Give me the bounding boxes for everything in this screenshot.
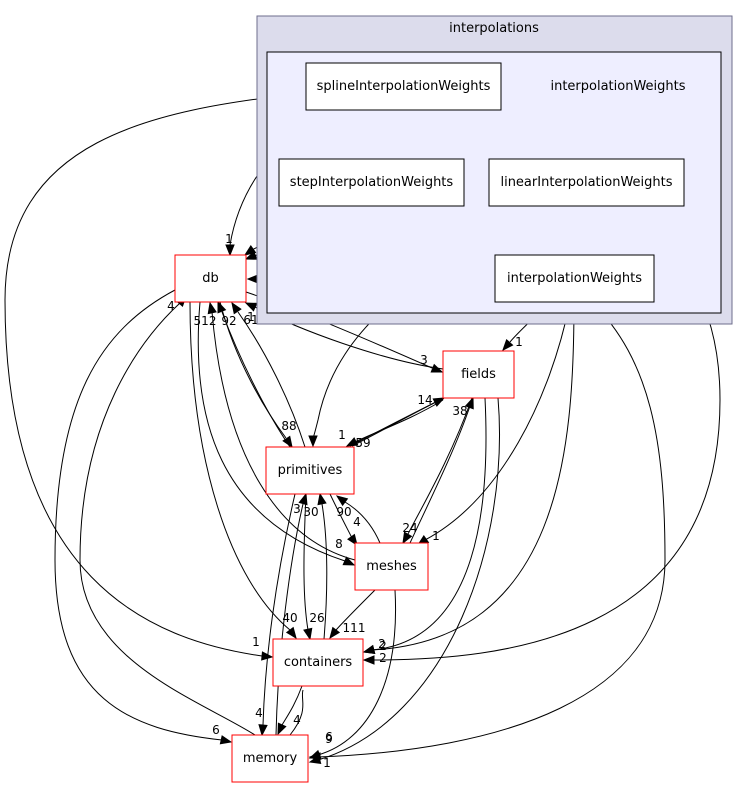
edge-label-fields-meshes: 24 bbox=[402, 521, 417, 535]
edge-primitives-db-b bbox=[231, 301, 306, 448]
edge-meshes-memory bbox=[308, 589, 397, 759]
edge-label-meshes-memory: 6 bbox=[325, 730, 333, 744]
edge-label-meshes-db: 1 bbox=[247, 310, 255, 324]
node-interpolationWeights-label: interpolationWeights bbox=[507, 271, 642, 286]
edge-meshes-containers bbox=[329, 589, 376, 640]
edge-memory-primitives bbox=[275, 492, 308, 736]
node-db-label: db bbox=[202, 271, 219, 286]
edge-label-db-primitives: 88 bbox=[281, 419, 296, 433]
edge-meshes-db bbox=[207, 301, 356, 561]
edge-label-meshes-containers: 111 bbox=[343, 621, 366, 635]
edge-db-meshes bbox=[197, 301, 356, 566]
edge-label-interp-meshes: 1 bbox=[432, 529, 440, 543]
node-meshes[interactable]: meshes bbox=[354, 542, 429, 591]
edge-db-memory bbox=[54, 289, 233, 745]
cluster-interpolationWeights-label[interactable]: interpolationWeights bbox=[550, 79, 685, 94]
node-db[interactable]: db bbox=[174, 254, 247, 303]
edge-label-db-containers: 40 bbox=[282, 611, 297, 625]
edge-label-spline-db: 1 bbox=[225, 232, 233, 246]
node-containers[interactable]: containers bbox=[272, 638, 364, 687]
edge-label-primitives-memory: 4 bbox=[255, 706, 263, 720]
edge-label-primitives-fields: 14 bbox=[417, 393, 432, 407]
edge-fields-meshes bbox=[402, 397, 473, 545]
nodes-layer: splineInterpolationWeights stepInterpola… bbox=[174, 62, 685, 783]
node-fields-label: fields bbox=[461, 367, 496, 382]
edge-meshes-fields bbox=[409, 396, 474, 544]
edge-label-memory-containers: 1 bbox=[252, 635, 260, 649]
edge-memory-containers bbox=[289, 689, 304, 736]
edge-label-containers-primitives: 30 bbox=[303, 505, 318, 519]
node-interpolationWeights[interactable]: interpolationWeights bbox=[494, 254, 655, 303]
edge-label-memory-db: 4 bbox=[167, 299, 175, 313]
edge-primitives-meshes bbox=[329, 493, 358, 547]
edge-label-memory-primitives: 3 bbox=[293, 502, 301, 516]
node-splineInterpolationWeights[interactable]: splineInterpolationWeights bbox=[305, 62, 502, 111]
node-stepInterpolationWeights[interactable]: stepInterpolationWeights bbox=[278, 158, 465, 207]
node-memory[interactable]: memory bbox=[231, 734, 309, 783]
edge-label-meshes-fields: 38 bbox=[452, 404, 467, 418]
edge-label-interp-memory: 1 bbox=[323, 756, 331, 770]
node-stepInterpolationWeights-label: stepInterpolationWeights bbox=[290, 175, 454, 190]
node-memory-label: memory bbox=[243, 751, 298, 766]
edge-label-fields-containers: 2 bbox=[378, 637, 386, 651]
edge-label-interp-containers: 2 bbox=[379, 639, 387, 653]
edge-primitives-memory bbox=[258, 493, 296, 737]
edge-containers-memory bbox=[277, 685, 303, 736]
edge-label-primitives-db-a: 512 bbox=[194, 314, 217, 328]
node-containers-label: containers bbox=[284, 655, 353, 670]
edge-memory-db bbox=[79, 294, 256, 736]
node-fields[interactable]: fields bbox=[442, 350, 515, 399]
node-primitives-label: primitives bbox=[278, 463, 343, 478]
edge-label-db-memory: 6 bbox=[212, 723, 220, 737]
edge-label-db-meshes: 8 bbox=[335, 537, 343, 551]
edge-meshes-primitives bbox=[335, 495, 381, 544]
node-splineInterpolationWeights-label: splineInterpolationWeights bbox=[317, 79, 491, 94]
edge-label-primitives-meshes: 4 bbox=[353, 515, 361, 529]
node-primitives[interactable]: primitives bbox=[265, 446, 355, 495]
edge-label-interp-fields: 1 bbox=[515, 335, 523, 349]
edge-label-containers-memory: 4 bbox=[293, 713, 301, 727]
edge-label-linear-primitives: 1 bbox=[338, 428, 346, 442]
edge-label-fields-memory: 9 bbox=[325, 732, 333, 746]
edge-label-fields-db: 3 bbox=[420, 353, 428, 367]
edge-primitives-fields bbox=[349, 399, 441, 447]
edge-fields-containers bbox=[362, 397, 487, 655]
edge-label-fields-primitives-b: 59 bbox=[355, 436, 370, 450]
node-meshes-label: meshes bbox=[366, 559, 417, 574]
edge-label-db-fields: 61 bbox=[243, 313, 258, 327]
edge-label-primitives-db-b: 92 bbox=[221, 314, 236, 328]
edge-db-containers bbox=[189, 301, 297, 640]
edge-label-linear-containers: 2 bbox=[379, 651, 387, 665]
edge-label-meshes-primitives: 90 bbox=[336, 505, 351, 519]
edge-primitives-db-a bbox=[217, 300, 291, 448]
node-linearInterpolationWeights[interactable]: linearInterpolationWeights bbox=[488, 158, 685, 207]
node-linearInterpolationWeights-label: linearInterpolationWeights bbox=[500, 175, 672, 190]
cluster-interpolations-label[interactable]: interpolations bbox=[449, 21, 539, 36]
edge-containers-primitives bbox=[317, 492, 328, 640]
edge-primitives-containers bbox=[303, 493, 313, 641]
edge-label-primitives-containers: 26 bbox=[309, 611, 324, 625]
